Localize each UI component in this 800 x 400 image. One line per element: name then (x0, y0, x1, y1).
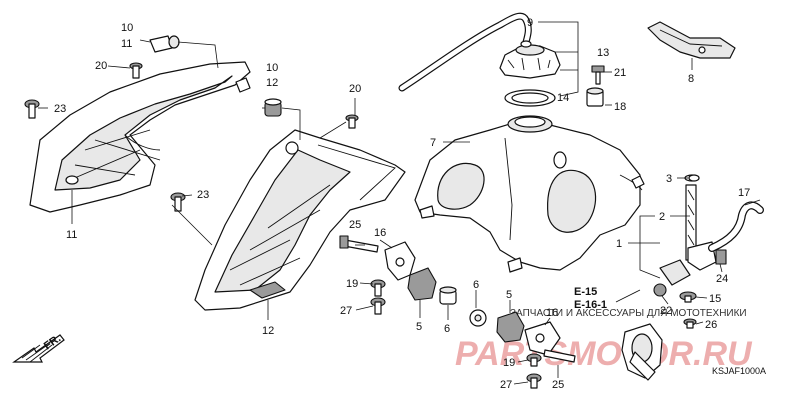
label-22: 22 (660, 305, 672, 317)
fuel-cap-part (499, 40, 561, 79)
part-labels: 9 13 14 18 21 8 10 11 20 23 11 10 12 20 … (54, 17, 750, 391)
label-15: 15 (709, 293, 721, 305)
cushion-18-part (586, 87, 604, 107)
label-1: 1 (616, 238, 622, 250)
reference-codes: E-15 E-16-1 (574, 286, 641, 311)
label-17: 17 (738, 187, 750, 199)
front-arrow-icon: FR. (12, 332, 65, 363)
label-24: 24 (716, 273, 728, 285)
label-19b: 19 (503, 357, 515, 369)
leader-lines (38, 21, 761, 385)
bolt-25b-part (543, 349, 576, 363)
clamp-22-part (653, 283, 667, 297)
watermark-logo: PARTSMOTOR.RU (455, 335, 753, 373)
label-20b: 20 (349, 83, 361, 95)
bolt-25a-part (339, 235, 379, 253)
label-25a: 25 (349, 219, 361, 231)
right-shroud-part (194, 129, 406, 311)
label-11a: 11 (121, 38, 132, 50)
label-12a: 12 (266, 77, 278, 89)
left-shroud-part (29, 61, 251, 213)
screw-23a-part (24, 99, 40, 119)
label-2: 2 (659, 211, 665, 223)
bolt-19b-part (526, 353, 542, 367)
breather-tube-part (398, 12, 532, 92)
label-10b: 10 (266, 62, 278, 74)
watermark-text: ЗАПЧАСТИ И АКСЕССУАРЫ ДЛЯ МОТОТЕХНИКИ (510, 308, 747, 319)
screw-20b-part (345, 114, 359, 129)
label-16a: 16 (374, 227, 386, 239)
bolt-21-part (591, 65, 605, 85)
label-8: 8 (688, 73, 694, 85)
diagram-code: KSJAF1000A (712, 366, 766, 376)
label-12b: 12 (262, 325, 274, 337)
clip-24-part (715, 249, 727, 265)
bracket-16b-part (524, 321, 561, 356)
bolt-15-part (679, 291, 697, 303)
grommet-10-12-part (264, 98, 282, 117)
label-23a: 23 (54, 103, 66, 115)
washer-3-part (688, 174, 700, 182)
label-9: 9 (527, 17, 533, 29)
label-26: 26 (705, 319, 717, 331)
label-19a: 19 (346, 278, 358, 290)
label-27a: 27 (340, 305, 352, 317)
bolt-27a-part (370, 297, 386, 315)
fuel-tank-part (414, 115, 645, 273)
label-21: 21 (614, 67, 626, 79)
collar-6a-part (439, 286, 457, 305)
cushion-5a-part (407, 267, 437, 301)
label-13: 13 (597, 47, 609, 59)
label-14: 14 (557, 92, 569, 104)
bolt-27b-part (526, 373, 542, 389)
label-16b: 16 (546, 307, 558, 319)
label-20a: 20 (95, 60, 107, 72)
screw-26-part (683, 318, 697, 329)
label-27b: 27 (500, 379, 512, 391)
label-5b: 5 (506, 289, 512, 301)
washer-6b-part (469, 309, 487, 327)
label-6a: 6 (444, 323, 450, 335)
screw-20a-part (129, 62, 143, 79)
label-23b: 23 (197, 189, 209, 201)
label-25b: 25 (552, 379, 564, 391)
fuel-valve-part (659, 174, 717, 286)
bolt-10-11-part (149, 35, 180, 53)
cushion-5b-part (496, 311, 525, 343)
label-6b: 6 (473, 279, 479, 291)
label-3: 3 (666, 173, 672, 185)
label-5a: 5 (416, 321, 422, 333)
fuel-line-part (708, 201, 764, 252)
label-11b: 11 (66, 229, 77, 241)
label-18: 18 (614, 101, 626, 113)
label-10a: 10 (121, 22, 133, 34)
label-7: 7 (430, 137, 436, 149)
bolt-19a-part (370, 279, 386, 297)
mount-bracket-part (621, 323, 663, 381)
cap-gasket-part (504, 89, 556, 107)
ref-e15: E-15 (574, 286, 597, 298)
ref-e16-1: E-16-1 (574, 299, 607, 311)
bracket-8-part (647, 21, 736, 59)
